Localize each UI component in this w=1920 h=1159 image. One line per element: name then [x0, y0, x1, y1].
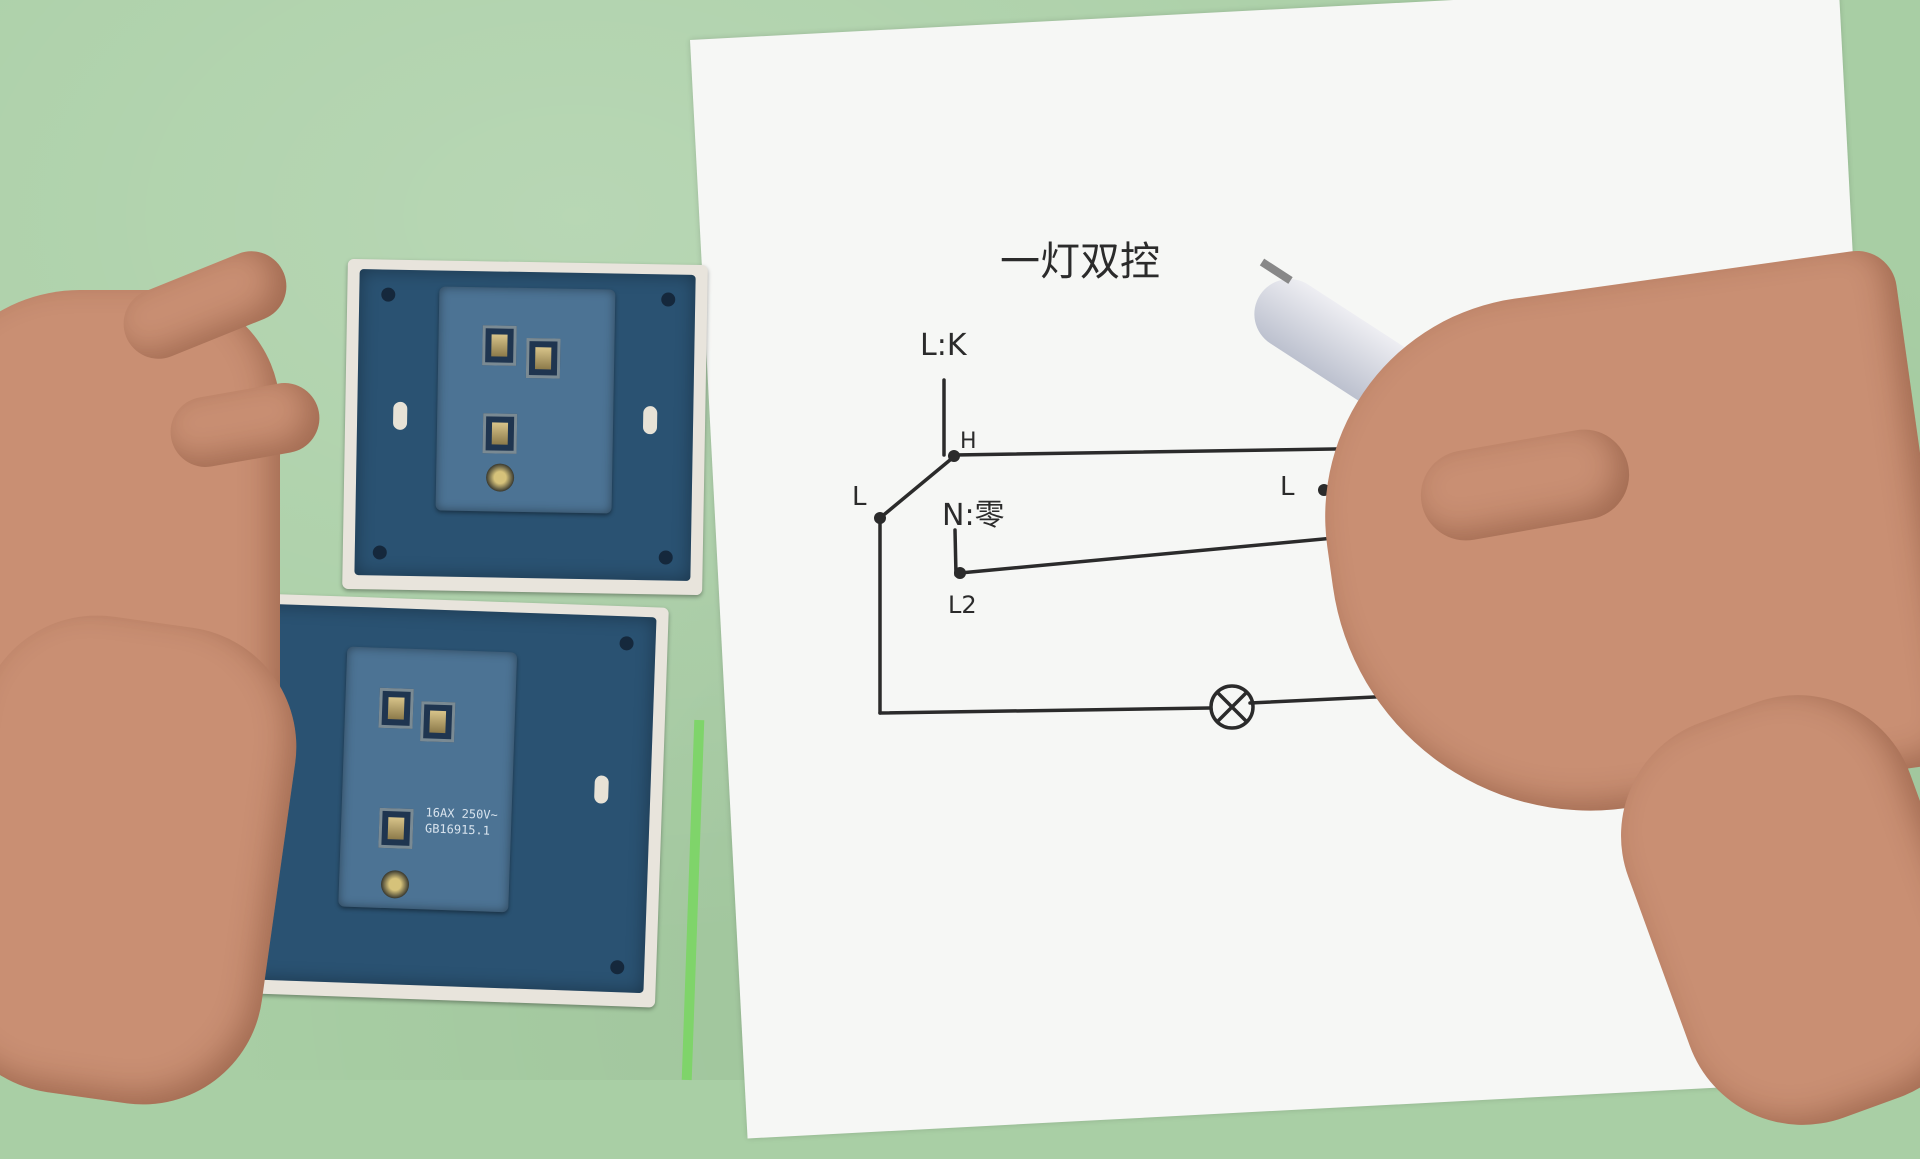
label-l-k: L:K	[920, 328, 968, 363]
label-h: H	[960, 429, 977, 454]
wire-neutral-stub	[953, 528, 958, 577]
label-l-left: L	[852, 482, 867, 512]
wire-l2	[958, 530, 1400, 575]
wire-bottom	[878, 706, 1212, 715]
label-l2-left: L2	[948, 591, 977, 619]
node-l-left	[874, 512, 886, 524]
node-h	[948, 450, 960, 462]
switch-left-blade	[878, 458, 952, 520]
node-l2-left	[954, 567, 966, 579]
lamp-symbol	[1209, 684, 1255, 730]
label-l-right: L	[1280, 472, 1295, 502]
label-n: N:零	[942, 498, 1005, 533]
wire-left-h	[952, 446, 1402, 457]
lamp-cross	[1216, 691, 1248, 723]
photo-scene: 16AX 250V~ GB16915.1	[0, 0, 1920, 1080]
diagram-title: 一灯双控	[1000, 239, 1160, 285]
